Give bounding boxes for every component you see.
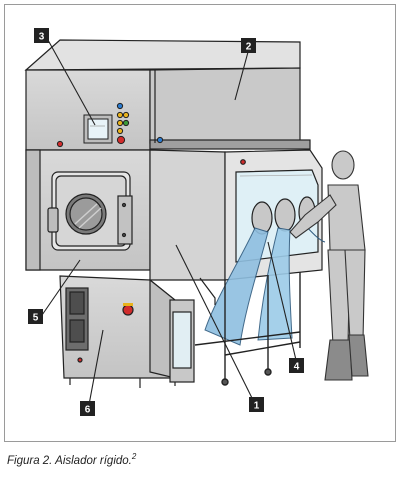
svg-text:5: 5 <box>33 313 39 324</box>
support-frame <box>194 272 301 386</box>
callout-6: 6 <box>80 401 95 416</box>
svg-text:1: 1 <box>254 401 260 412</box>
callout-3: 3 <box>34 28 49 43</box>
callout-1: 1 <box>249 397 264 412</box>
rigid-isolator-illustration: 3 2 5 4 1 6 <box>24 28 369 416</box>
figure-caption: Figura 2. Aislador rígido.2 <box>7 452 136 467</box>
transfer-hatch <box>47 171 133 251</box>
svg-text:6: 6 <box>85 405 91 416</box>
svg-text:2: 2 <box>246 42 252 53</box>
lower-cabinet <box>59 275 176 388</box>
top-canopy <box>24 39 311 151</box>
callout-leaders <box>39 39 297 411</box>
gloves <box>204 219 326 346</box>
svg-text:3: 3 <box>39 32 45 43</box>
svg-text:4: 4 <box>294 362 300 373</box>
caption-reference: 2 <box>131 452 137 461</box>
filter-housing <box>169 277 216 383</box>
callout-5: 5 <box>28 309 43 324</box>
control-panel <box>56 102 164 148</box>
caption-text: Figura 2. Aislador rígido. <box>7 454 132 467</box>
operator-figure <box>289 150 369 381</box>
callout-2: 2 <box>241 38 256 53</box>
callout-4: 4 <box>289 358 304 373</box>
